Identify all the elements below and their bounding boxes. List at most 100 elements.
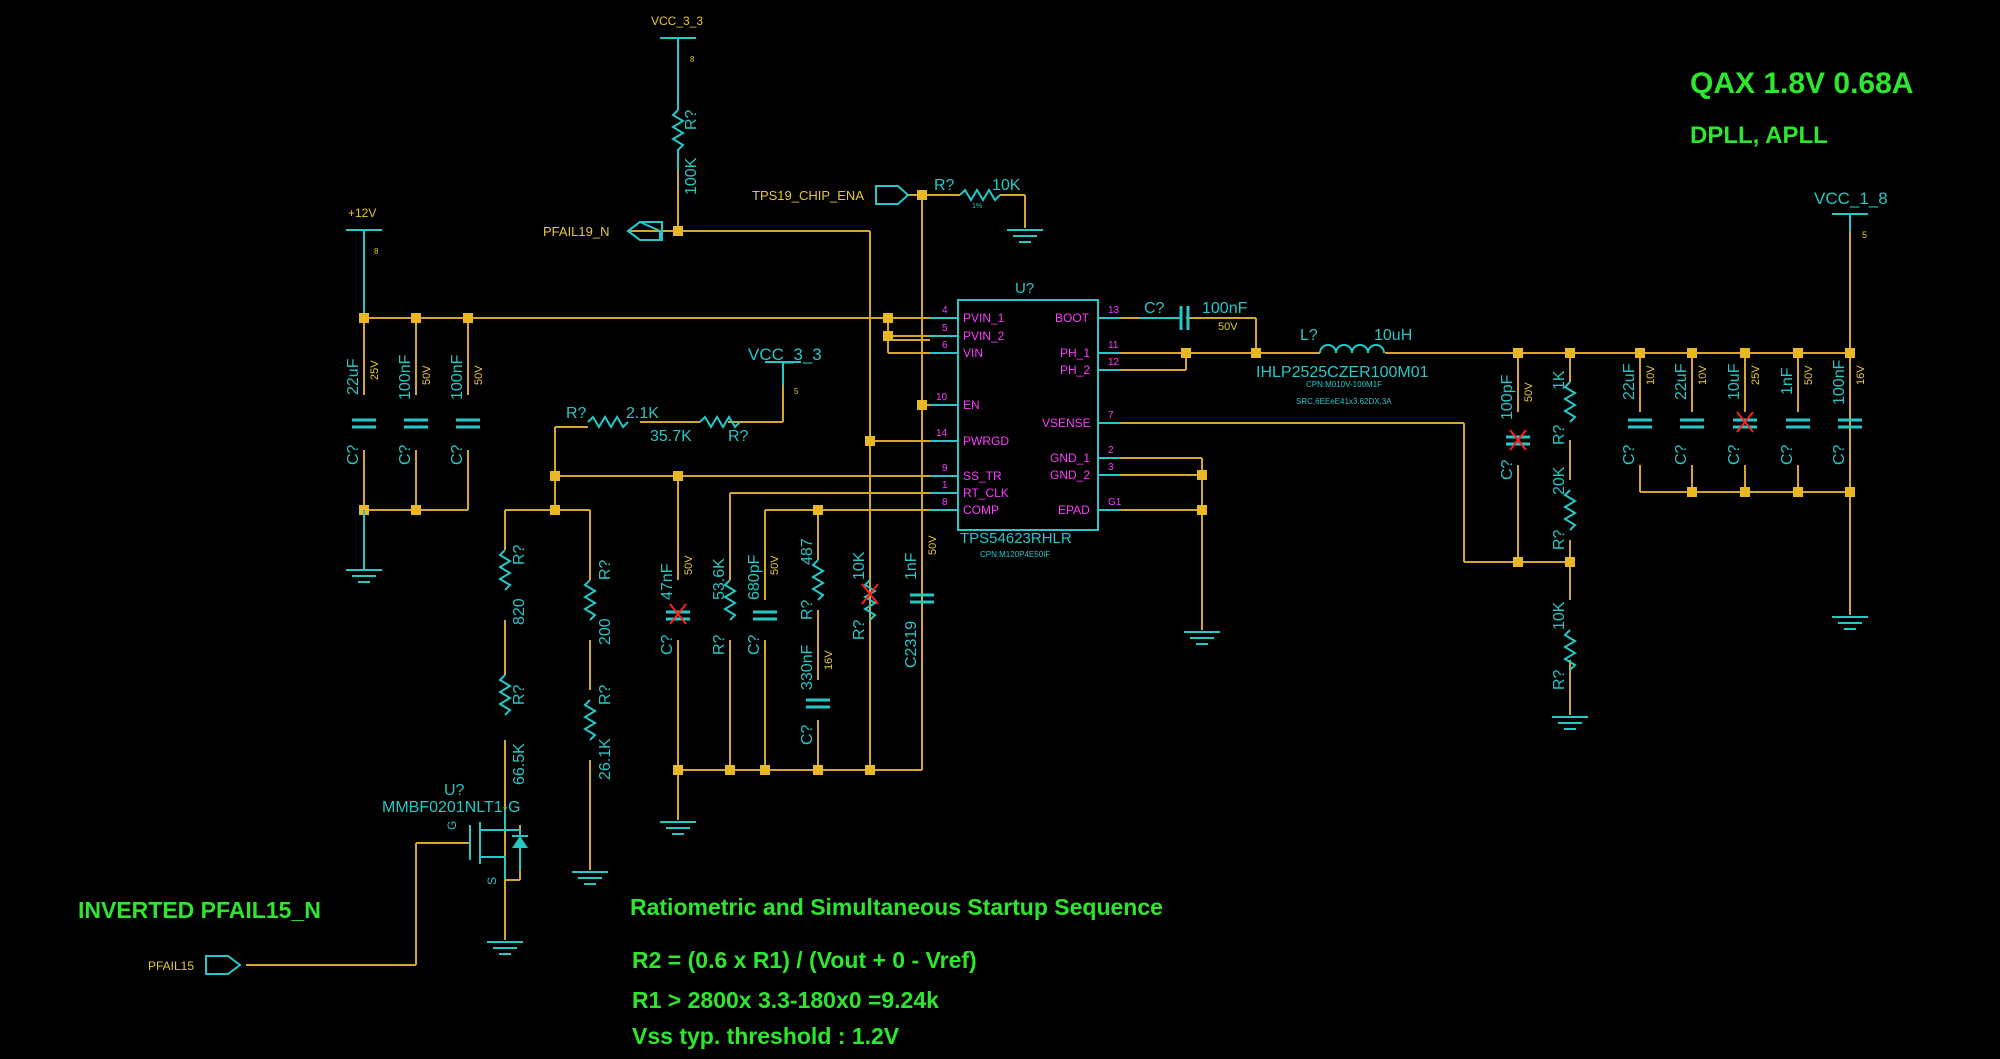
pin-name: RT_CLK (963, 486, 1009, 500)
pin-num: 4 (942, 305, 948, 316)
notes: QAX 1.8V 0.68A DPLL, APLL INVERTED PFAIL… (78, 67, 1913, 1049)
label-ref: C? (799, 724, 816, 745)
label-ref: R? (511, 684, 528, 705)
label-value: 100nF (397, 354, 414, 400)
label-volt: 50V (683, 555, 695, 575)
pin-num: 2 (1108, 445, 1114, 456)
net-vcc18: VCC_1_8 (1814, 189, 1888, 208)
label-volt: 50V (473, 365, 485, 385)
label-ref: C2319 (903, 621, 920, 668)
label-value: 1nF (903, 552, 920, 580)
pin-num: 3 (1108, 462, 1114, 473)
label-ref: R? (597, 559, 614, 580)
ic-cpn: CPN:M120P4E50IF (980, 550, 1050, 559)
net-vcc33-top: VCC_3_3 (651, 14, 703, 28)
label-volt: 50V (1803, 365, 1815, 385)
pin-num: 11 (1108, 340, 1119, 351)
label-volt: 25V (369, 360, 381, 380)
wires (246, 165, 1851, 966)
label-ref: C? (1621, 444, 1638, 465)
dnp-marks (669, 411, 1754, 625)
pin-s: S (485, 877, 499, 885)
ground-symbols (346, 229, 1868, 955)
label-ref: C? (746, 634, 763, 655)
label-value: 26.1K (597, 738, 614, 780)
pin-name: GND_2 (1050, 468, 1090, 482)
label-ref: R? (1551, 529, 1568, 550)
pin-name: VSENSE (1042, 416, 1091, 430)
label-ref: U? (444, 782, 465, 799)
label-value: 10uH (1374, 327, 1412, 344)
passive-bodies (352, 109, 1862, 880)
label-ref: R? (1551, 669, 1568, 690)
label-value: 1nF (1779, 367, 1796, 395)
label-ref: R? (851, 619, 868, 640)
pin-name: EPAD (1058, 503, 1090, 517)
label-ref: R? (934, 177, 955, 194)
label-ref: C? (449, 444, 466, 465)
note-eq3: Vss typ. threshold : 1.2V (632, 1023, 900, 1049)
pin-num: 5 (942, 323, 948, 334)
label-volt: 50V (927, 535, 939, 555)
pin-name: PVIN_1 (963, 311, 1005, 325)
pin-name: BOOT (1055, 311, 1090, 325)
label-value: 100pF (1499, 374, 1516, 420)
net-pfail15: PFAIL15 (148, 959, 194, 973)
label-volt: 10V (1645, 365, 1657, 385)
label-volt: 50V (421, 365, 433, 385)
label-ref: R? (1551, 424, 1568, 445)
offpage-connectors: PFAIL19_N TPS19_CHIP_ENA PFAIL15 (148, 185, 910, 975)
pin-name: PH_1 (1060, 346, 1090, 360)
label-ref: C? (1779, 444, 1796, 465)
label-ref: C? (1499, 459, 1516, 480)
net-vcc33-mid: VCC_3_3 (748, 345, 822, 364)
page-title: QAX 1.8V 0.68A (1690, 67, 1913, 100)
label-value: 100nF (1202, 300, 1248, 317)
label-value: 487 (799, 538, 816, 565)
label-ref: C? (345, 444, 362, 465)
net-12v: +12V (348, 206, 376, 220)
label-value: 100nF (1831, 359, 1848, 405)
label-value: 35.7K (650, 428, 692, 445)
ic-part: TPS54623RHLR (960, 530, 1072, 547)
pin-name: COMP (963, 503, 999, 517)
label-ref: R? (683, 109, 700, 130)
pin-num: 6 (942, 340, 948, 351)
label-value: 22uF (1673, 363, 1690, 400)
pin-num: G1 (1108, 497, 1122, 508)
label-value: 1K (1551, 370, 1568, 390)
pin-num: 10 (936, 392, 948, 403)
label-volt: 10V (1697, 365, 1709, 385)
pin-num: 8 (942, 497, 948, 508)
svg-text:8: 8 (374, 247, 379, 256)
pin-name: PWRGD (963, 434, 1009, 448)
component-labels: 100K R? R? 10K 1% C? 100nF 50V L? 10uH I… (345, 109, 1867, 885)
label-cpn: CPN:M010V-100M1F (1306, 380, 1382, 389)
pin-num: 7 (1108, 410, 1114, 421)
label-ref: R? (799, 599, 816, 620)
label-value: 47nF (659, 563, 676, 600)
regulator-ic[interactable]: U? TPS54623RHLR CPN:M120P4E50IF 4 PVIN_1… (930, 280, 1122, 559)
label-volt: 16V (823, 650, 835, 670)
label-value: 22uF (1621, 363, 1638, 400)
label-value: 53.6K (711, 558, 728, 600)
label-value: 10K (851, 551, 868, 580)
net-pfail19: PFAIL19_N (543, 224, 610, 239)
label-volt: 50V (769, 555, 781, 575)
label-tol: 1% (972, 203, 982, 210)
pin-num: 13 (1108, 305, 1120, 316)
label-value: 820 (511, 598, 528, 625)
label-part: MMBF0201NLT1-G (382, 799, 520, 816)
label-ref: R? (511, 544, 528, 565)
label-value: 100nF (449, 354, 466, 400)
pin-name: VIN (963, 346, 983, 360)
svg-text:8: 8 (690, 55, 695, 64)
label-ref: R? (711, 634, 728, 655)
note-eq1: R2 = (0.6 x R1) / (Vout + 0 - Vref) (632, 947, 977, 973)
label-value: 10K (992, 177, 1021, 194)
junctions (359, 190, 1855, 775)
svg-text:5: 5 (1862, 230, 1867, 240)
label-value: 22uF (345, 358, 362, 395)
label-value: 330nF (799, 644, 816, 690)
